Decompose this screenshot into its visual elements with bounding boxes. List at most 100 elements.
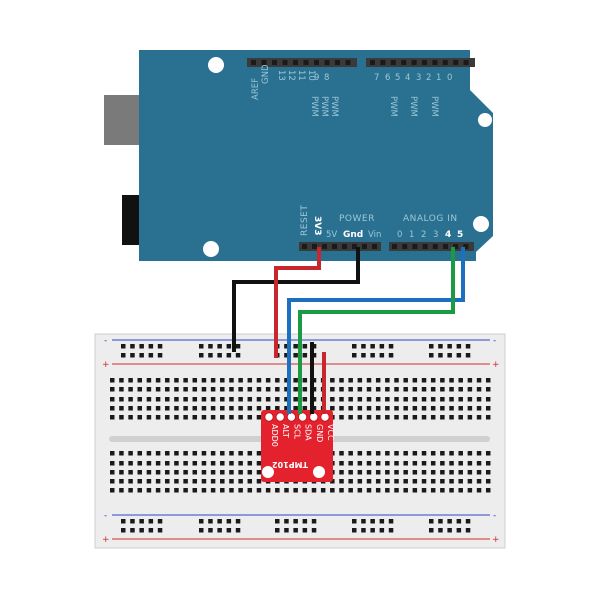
tmp102-chip-name: TMP102 xyxy=(272,460,308,469)
pwm-label: PWM xyxy=(429,96,439,117)
terminal-hole xyxy=(110,461,115,466)
terminal-hole xyxy=(146,470,152,475)
terminal-hole xyxy=(348,488,353,493)
terminal-hole xyxy=(146,406,152,411)
terminal-hole xyxy=(128,461,133,466)
terminal-hole xyxy=(183,470,188,475)
analog-pin-label: 1 xyxy=(409,230,414,240)
terminal-hole xyxy=(385,415,390,420)
terminal-hole xyxy=(348,378,353,383)
terminal-hole xyxy=(403,387,408,392)
terminal-hole xyxy=(229,397,234,402)
terminal-hole xyxy=(449,488,454,493)
terminal-hole xyxy=(467,451,473,456)
analog-pin-label: 2 xyxy=(421,230,426,240)
terminal-hole xyxy=(339,415,344,420)
rail-hole xyxy=(438,528,443,533)
terminal-hole xyxy=(210,387,216,392)
power-pin-hole xyxy=(372,244,377,249)
terminal-hole xyxy=(238,397,243,402)
rail-hole xyxy=(157,344,163,349)
terminal-hole xyxy=(192,470,198,475)
sensor-pin-label: ADD0 xyxy=(270,424,279,447)
terminal-hole xyxy=(210,479,216,484)
terminal-hole xyxy=(440,406,445,411)
rail-hole xyxy=(208,519,213,524)
analog-pin-label: 4 xyxy=(445,230,451,240)
terminal-hole xyxy=(385,488,390,493)
digital-pin-hole xyxy=(324,60,330,65)
terminal-hole xyxy=(458,479,463,484)
terminal-hole xyxy=(238,488,243,493)
terminal-hole xyxy=(330,406,335,411)
rail-hole xyxy=(311,528,317,533)
terminal-hole xyxy=(485,451,491,456)
mount-hole-2 xyxy=(478,113,492,127)
terminal-hole xyxy=(302,378,308,383)
terminal-hole xyxy=(119,397,124,402)
terminal-hole xyxy=(165,479,170,484)
terminal-hole xyxy=(192,461,198,466)
rail-hole xyxy=(370,353,375,358)
terminal-hole xyxy=(385,378,390,383)
digital-pin-hole xyxy=(442,60,448,65)
terminal-hole xyxy=(357,479,363,484)
bottom-right-plus: + xyxy=(492,535,500,545)
power-pin-5v: 5V xyxy=(326,230,337,240)
rail-hole xyxy=(199,528,204,533)
terminal-hole xyxy=(467,406,473,411)
terminal-hole xyxy=(155,406,161,411)
terminal-hole xyxy=(238,378,243,383)
terminal-hole xyxy=(339,461,344,466)
terminal-hole xyxy=(449,451,454,456)
ground-wire-rail xyxy=(232,247,360,352)
terminal-hole xyxy=(430,479,436,484)
terminal-hole xyxy=(165,488,170,493)
digital-pin-hole xyxy=(453,60,459,65)
terminal-hole xyxy=(440,461,445,466)
terminal-hole xyxy=(348,479,353,484)
terminal-hole xyxy=(330,387,335,392)
terminal-hole xyxy=(403,479,408,484)
rail-hole xyxy=(208,528,213,533)
terminal-hole xyxy=(421,397,427,402)
bottom-left-plus: + xyxy=(102,535,110,545)
terminal-hole xyxy=(110,378,115,383)
terminal-hole xyxy=(440,479,445,484)
terminal-hole xyxy=(440,378,445,383)
terminal-hole xyxy=(339,479,344,484)
rail-hole xyxy=(139,353,144,358)
terminal-hole xyxy=(128,415,133,420)
rail-hole xyxy=(226,344,232,349)
rail-hole xyxy=(275,528,280,533)
terminal-hole xyxy=(238,461,243,466)
terminal-hole xyxy=(119,488,124,493)
terminal-hole xyxy=(485,415,491,420)
rail-hole xyxy=(293,519,298,524)
terminal-hole xyxy=(220,479,225,484)
sensor-pad xyxy=(264,412,274,422)
rail-hole xyxy=(275,519,280,524)
terminal-hole xyxy=(357,470,363,475)
terminal-hole xyxy=(137,470,143,475)
terminal-hole xyxy=(403,378,408,383)
digital-pin-label: 5 xyxy=(395,73,400,83)
terminal-hole xyxy=(449,378,454,383)
terminal-hole xyxy=(210,397,216,402)
digital-pin-hole xyxy=(303,60,309,65)
terminal-hole xyxy=(440,451,445,456)
power-wire-rail xyxy=(274,247,321,358)
terminal-hole xyxy=(220,378,225,383)
analog-pin-hole xyxy=(453,244,459,249)
terminal-hole xyxy=(385,451,390,456)
terminal-hole xyxy=(247,387,253,392)
digital-pin-hole xyxy=(293,60,298,65)
terminal-hole xyxy=(238,387,243,392)
terminal-hole xyxy=(476,470,482,475)
rail-hole xyxy=(226,353,232,358)
terminal-hole xyxy=(229,488,234,493)
terminal-hole xyxy=(348,470,353,475)
terminal-hole xyxy=(366,488,372,493)
terminal-hole xyxy=(403,415,408,420)
